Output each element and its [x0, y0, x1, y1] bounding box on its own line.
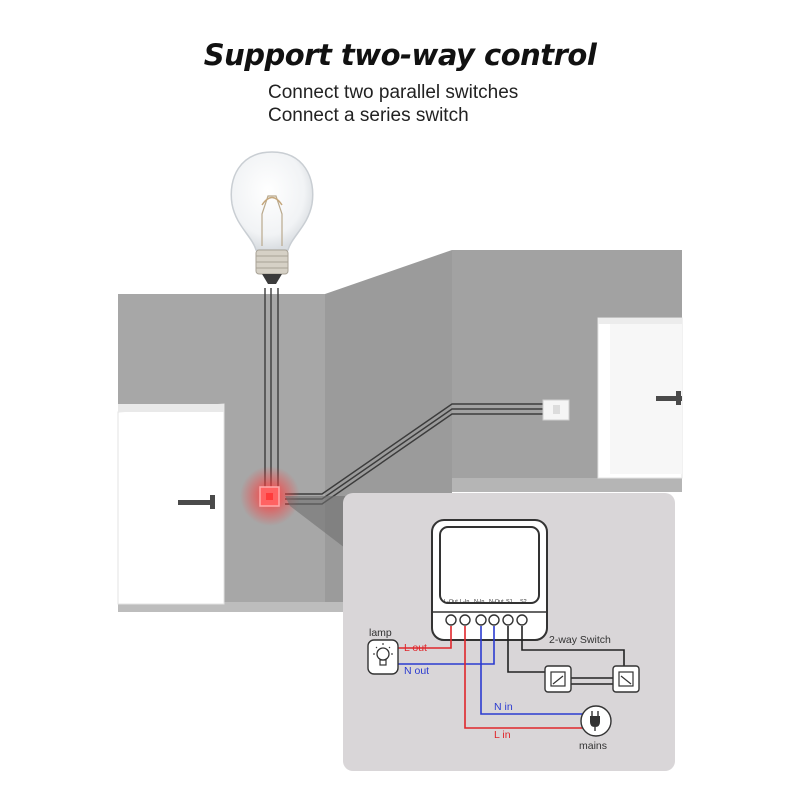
two-way-switch-label: 2-way Switch: [549, 634, 611, 646]
lamp-icon: [367, 639, 399, 675]
n-in-label: N in: [494, 701, 513, 713]
terminal-label-l-in: L-In: [460, 599, 469, 605]
wiring-diagram-panel: L-Out L-In N-In N-Out S1 S2: [343, 493, 675, 771]
light-bulb: [230, 151, 314, 284]
terminal-label-n-in: N-In: [474, 599, 484, 605]
l-in-label: L in: [494, 729, 511, 741]
left-door: [117, 403, 225, 605]
n-out-label: N out: [404, 665, 429, 677]
terminal-label-s2: S2: [520, 599, 527, 605]
l-out-label: L out: [404, 642, 427, 654]
page-title: Support two-way control: [203, 38, 597, 72]
two-way-switch-2: [612, 665, 640, 693]
right-door: [597, 317, 683, 479]
mains-plug-icon: [580, 705, 612, 737]
mains-label: mains: [579, 740, 607, 752]
two-way-switch-1: [544, 665, 572, 693]
subtitle-line-2: Connect a series switch: [268, 105, 469, 126]
lamp-label: lamp: [369, 627, 392, 639]
wall-switch-right: [542, 399, 570, 421]
projection-shadow: [285, 496, 345, 548]
terminal-label-s1: S1: [506, 599, 513, 605]
terminal-label-l-out: L-Out: [444, 599, 458, 605]
module-terminals: [445, 614, 528, 626]
subtitle-line-1: Connect two parallel switches: [268, 82, 519, 103]
terminal-label-n-out: N-Out: [489, 599, 504, 605]
diagram-wires: [398, 626, 625, 729]
smart-module-glow: [240, 466, 300, 526]
